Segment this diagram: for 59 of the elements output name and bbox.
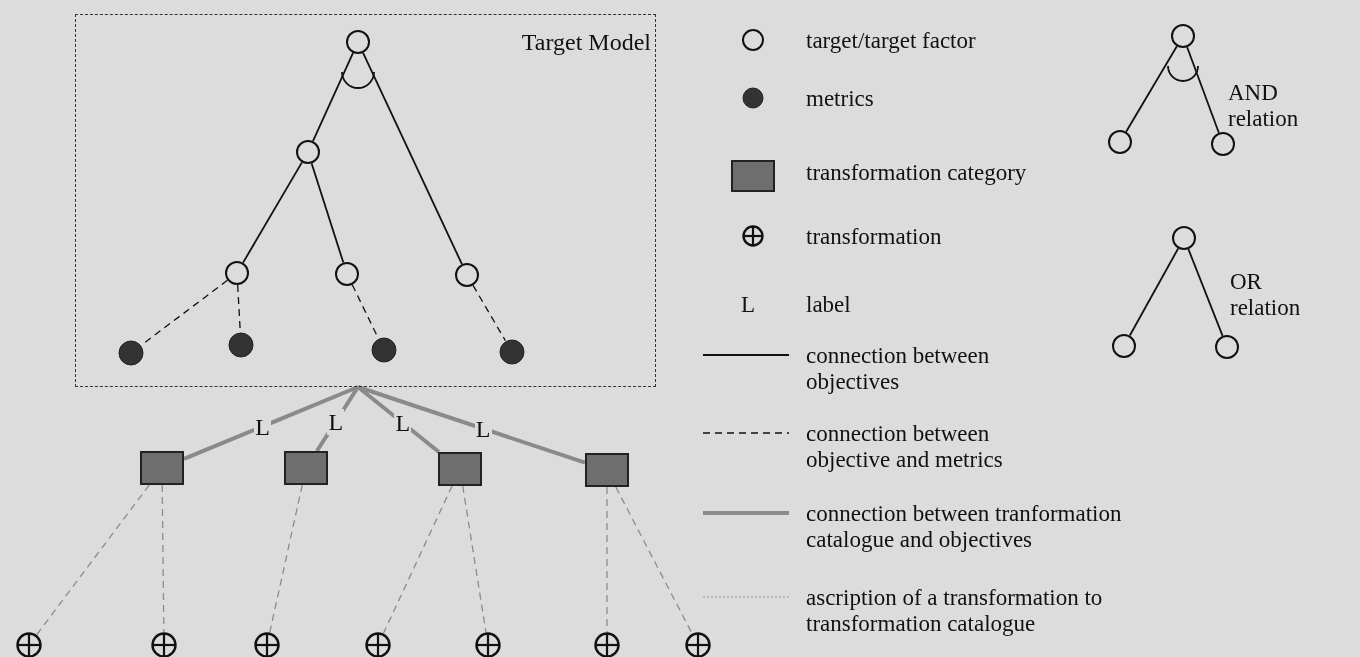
- legend-text: connection between tranformation catalogue and objectives: [806, 501, 1123, 553]
- legend-text: label: [806, 292, 852, 318]
- legend-text: ascription of a transformation to transformation catalogue: [806, 585, 1104, 637]
- connector-line: [36, 484, 150, 636]
- legend-text: target/target factor: [806, 28, 977, 54]
- connector-line: [242, 161, 303, 264]
- connector-line: [1125, 45, 1178, 133]
- connector-line: [472, 284, 507, 342]
- transformation-symbol: [365, 632, 391, 657]
- relation-label: OR relation: [1230, 269, 1302, 321]
- connector-line: [357, 385, 586, 465]
- target-circle: [1211, 132, 1235, 156]
- connector-line: [269, 484, 303, 633]
- connector-line: [312, 52, 354, 142]
- category-square: [284, 451, 328, 485]
- target-circle: [346, 30, 370, 54]
- metric-dot: [499, 339, 525, 365]
- edge-label: L: [327, 409, 345, 436]
- target-model-frame: [75, 14, 656, 387]
- connector-line: [382, 485, 453, 634]
- connector-line: [310, 162, 345, 264]
- connector-line: [161, 484, 165, 633]
- target-circle: [335, 262, 359, 286]
- target-circle: [455, 263, 479, 287]
- transformation-symbol: [475, 632, 501, 657]
- metric-dot: [228, 332, 254, 358]
- transformation-symbol: [151, 632, 177, 657]
- frame-title: Target Model: [521, 29, 651, 55]
- legend-text: connection between objective and metrics: [806, 421, 1004, 473]
- legend-text: connection between objectives: [806, 343, 991, 395]
- category-square: [140, 451, 184, 485]
- target-circle: [225, 261, 249, 285]
- target-circle: [1112, 334, 1136, 358]
- target-circle: [296, 140, 320, 164]
- connector-line: [183, 385, 359, 461]
- legend-text: metrics: [806, 86, 875, 112]
- connector-line: [362, 51, 463, 266]
- relation-label: AND relation: [1228, 80, 1300, 132]
- connector-line: [1187, 248, 1224, 337]
- target-circle: [1172, 226, 1196, 250]
- connector-line: [462, 485, 487, 633]
- category-square: [438, 452, 482, 486]
- connector-line: [615, 486, 693, 635]
- connector-line: [1186, 46, 1220, 134]
- category-square: [585, 453, 629, 487]
- legend-letter: L: [741, 292, 757, 318]
- transformation-symbol: [594, 632, 620, 657]
- metric-dot: [118, 340, 144, 366]
- legend-text: transformation: [806, 224, 943, 250]
- target-circle: [1171, 24, 1195, 48]
- legend-text: transformation category: [806, 160, 1028, 186]
- connector-line: [606, 486, 608, 633]
- connector-line: [1128, 247, 1180, 337]
- target-circle: [1108, 130, 1132, 154]
- metric-dot: [371, 337, 397, 363]
- transformation-symbol: [685, 632, 711, 657]
- transformation-symbol: [254, 632, 280, 657]
- target-circle: [1215, 335, 1239, 359]
- transformation-symbol: [16, 632, 42, 657]
